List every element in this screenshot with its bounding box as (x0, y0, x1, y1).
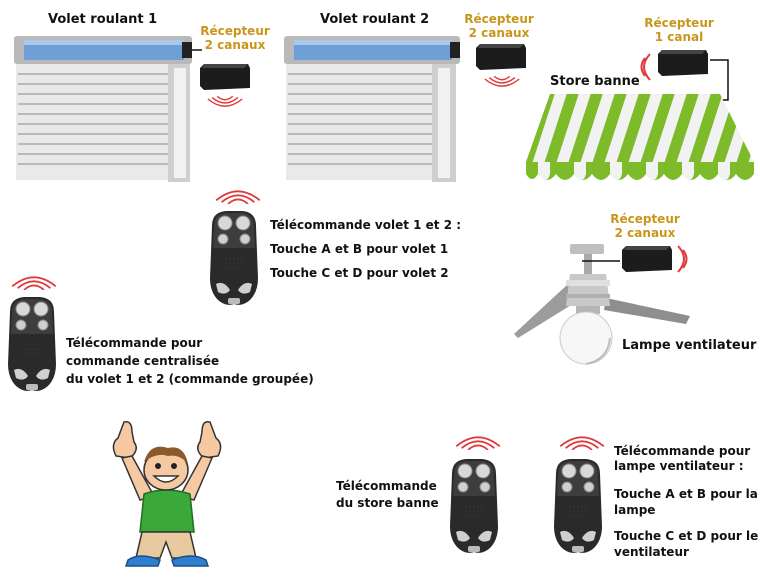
remote-awning-text: Télécommande du store banne (336, 479, 439, 510)
shutter-2-title: Volet roulant 2 (320, 12, 430, 27)
remote-shutters-title: Télécommande volet 1 et 2 : (270, 218, 462, 232)
remote-fan-icon (550, 456, 606, 556)
fan-title: Lampe ventilateur (622, 338, 757, 353)
signal-waves-receiver-2-icon (482, 76, 522, 92)
remote-fan-ab: Touche A et B pour la lampe (614, 487, 758, 517)
striped-awning-icon (526, 94, 754, 180)
thumbs-up-character-icon (112, 420, 222, 567)
signal-waves-remote-fan-icon (556, 430, 608, 450)
receiver-awning-label: Récepteur 1 canal (644, 16, 714, 44)
roller-shutter-1-icon (14, 36, 202, 182)
remote-shutters-cd: Touche C et D pour volet 2 (270, 266, 449, 280)
remote-central-icon (4, 294, 60, 394)
remote-shutters-ab: Touche A et B pour volet 1 (270, 242, 449, 256)
ceiling-fan-lamp-icon (514, 244, 690, 365)
receiver-fan-label: Récepteur 2 canaux (610, 212, 680, 240)
shutter-1-title: Volet roulant 1 (48, 12, 158, 27)
signal-waves-remote-shutters-icon (212, 184, 264, 204)
remote-fan-cd: Touche C et D pour le ventilateur (614, 529, 759, 559)
signal-waves-remote-awning-icon (452, 430, 504, 450)
remote-awning-icon (446, 456, 502, 556)
receiver-box-2-icon (474, 42, 528, 72)
signal-waves-receiver-fan-icon (677, 245, 688, 273)
signal-waves-receiver-awning-icon (640, 53, 651, 81)
remote-central-text: Télécommande pour commande centralisée d… (66, 336, 314, 386)
remote-shutters-icon (206, 208, 262, 308)
remote-fan-title: Télécommande pour lampe ventilateur : (614, 444, 751, 473)
receiver-2-label: Récepteur 2 canaux (464, 12, 534, 40)
roller-shutter-2-icon (284, 36, 460, 182)
awning-title: Store banne (550, 74, 640, 89)
signal-waves-receiver-1-icon (205, 96, 245, 112)
signal-waves-remote-central-icon (8, 270, 60, 290)
receiver-1-label: Récepteur 2 canaux (200, 24, 270, 52)
receiver-fan-wire (582, 260, 620, 262)
receiver-box-1-icon (198, 62, 252, 92)
